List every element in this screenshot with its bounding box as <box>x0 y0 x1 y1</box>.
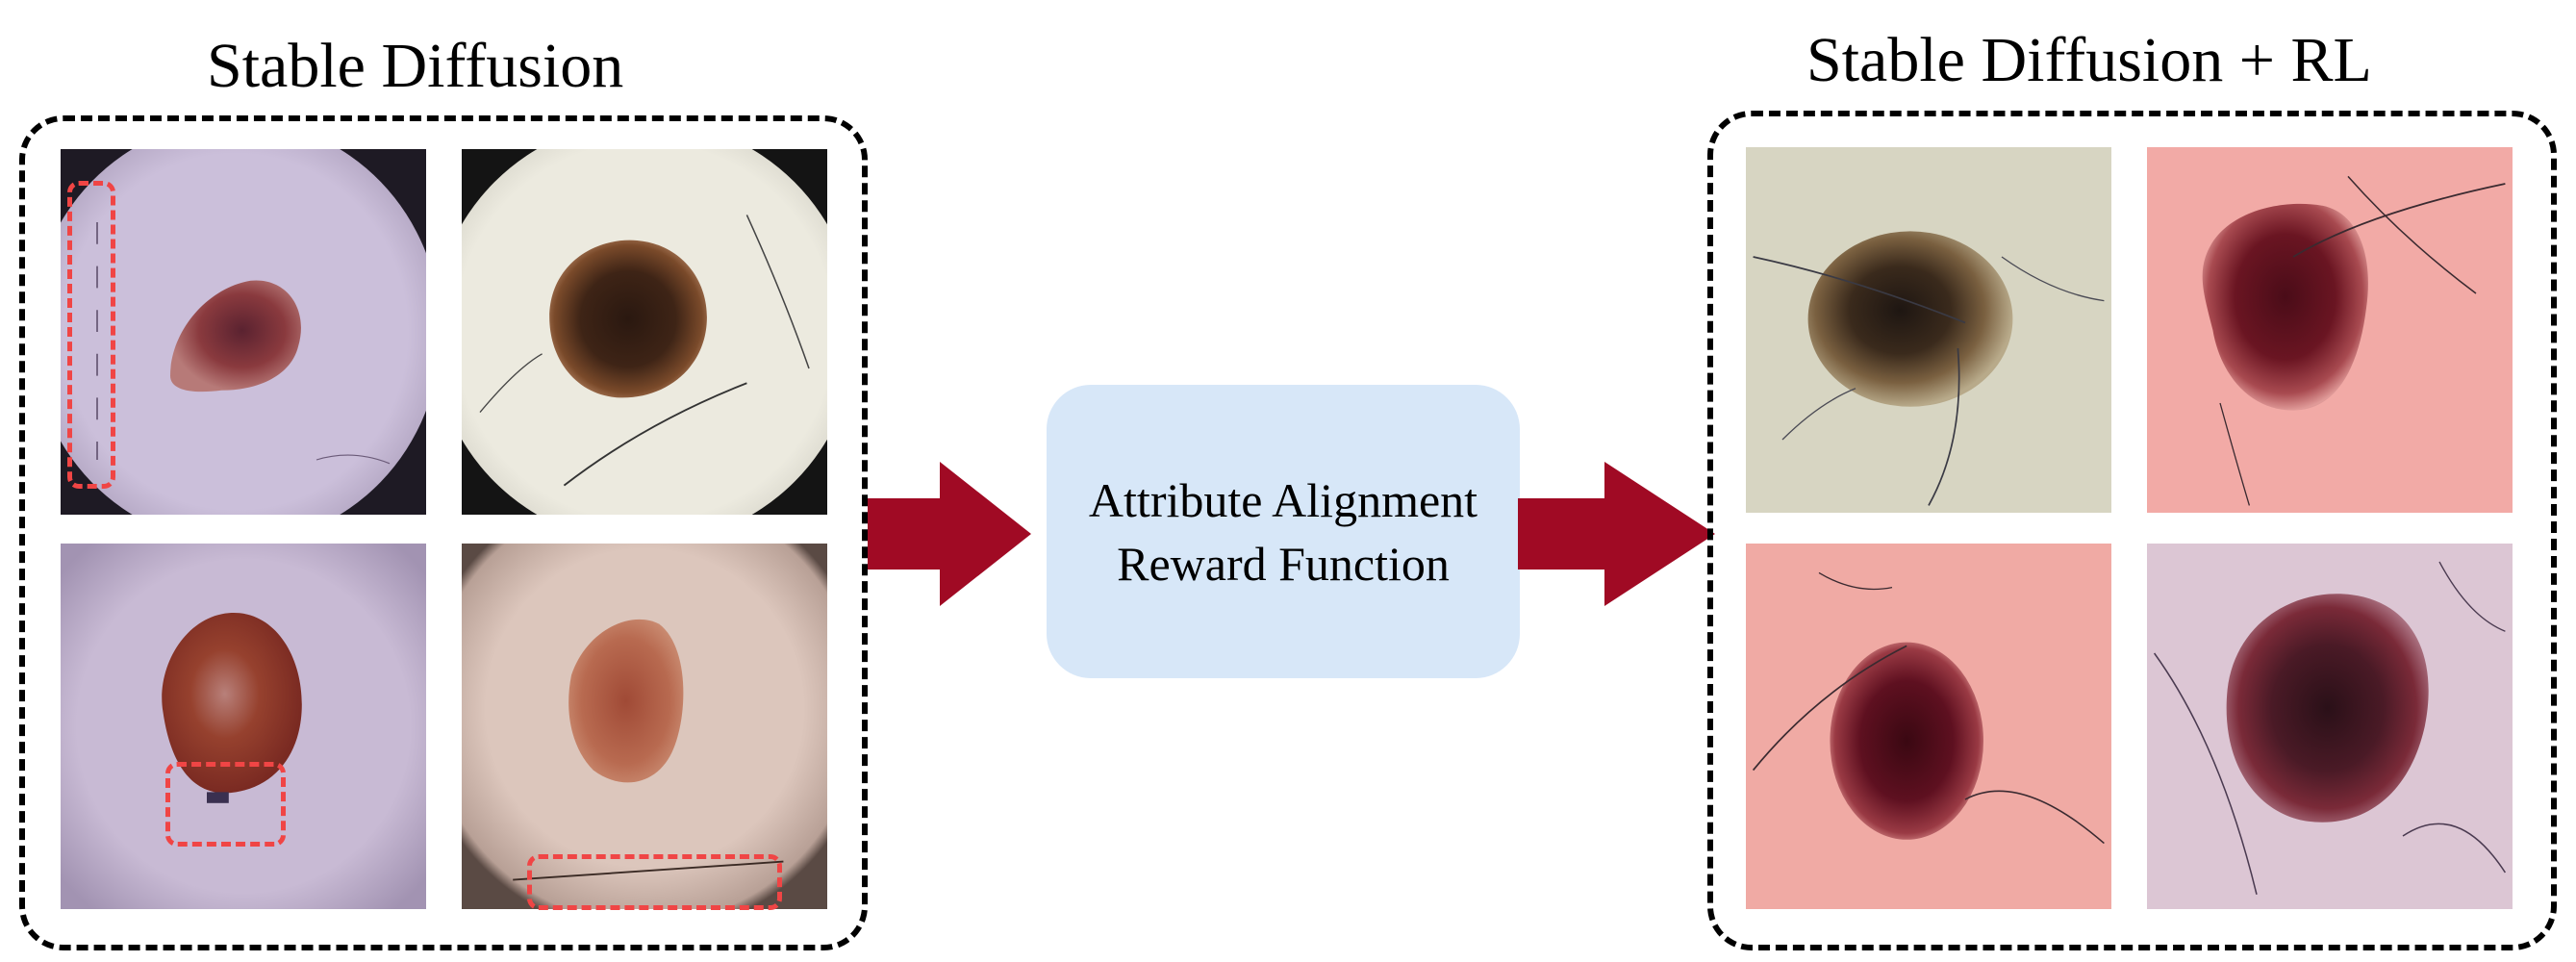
reward-line-2: Reward Function <box>1117 536 1450 591</box>
scale-bar-artifact-marker <box>527 854 782 910</box>
right-group-title: Stable Diffusion + RL <box>1806 25 2372 95</box>
rl-lesion-image-4 <box>2147 544 2513 909</box>
rl-lesion-image-3 <box>1746 544 2111 909</box>
rl-lesion-image-1 <box>1746 147 2111 513</box>
flow-arrow-right <box>1518 462 1715 606</box>
left-group-title: Stable Diffusion <box>207 31 624 101</box>
flow-arrow-left <box>868 462 1031 606</box>
ink-mark-artifact-marker <box>165 762 286 847</box>
sd-lesion-image-1 <box>61 149 426 515</box>
stable-diffusion-rl-group <box>1707 111 2557 950</box>
sd-lesion-image-2 <box>462 149 827 515</box>
sd-lesion-image-4 <box>462 544 827 909</box>
sd-lesion-image-3 <box>61 544 426 909</box>
reward-line-1: Attribute Alignment <box>1088 472 1478 527</box>
reward-function-box: Attribute Alignment Reward Function <box>1047 385 1520 678</box>
ruler-marks-artifact-marker <box>67 181 115 489</box>
stable-diffusion-group <box>19 115 868 950</box>
rl-lesion-image-2 <box>2147 147 2513 513</box>
